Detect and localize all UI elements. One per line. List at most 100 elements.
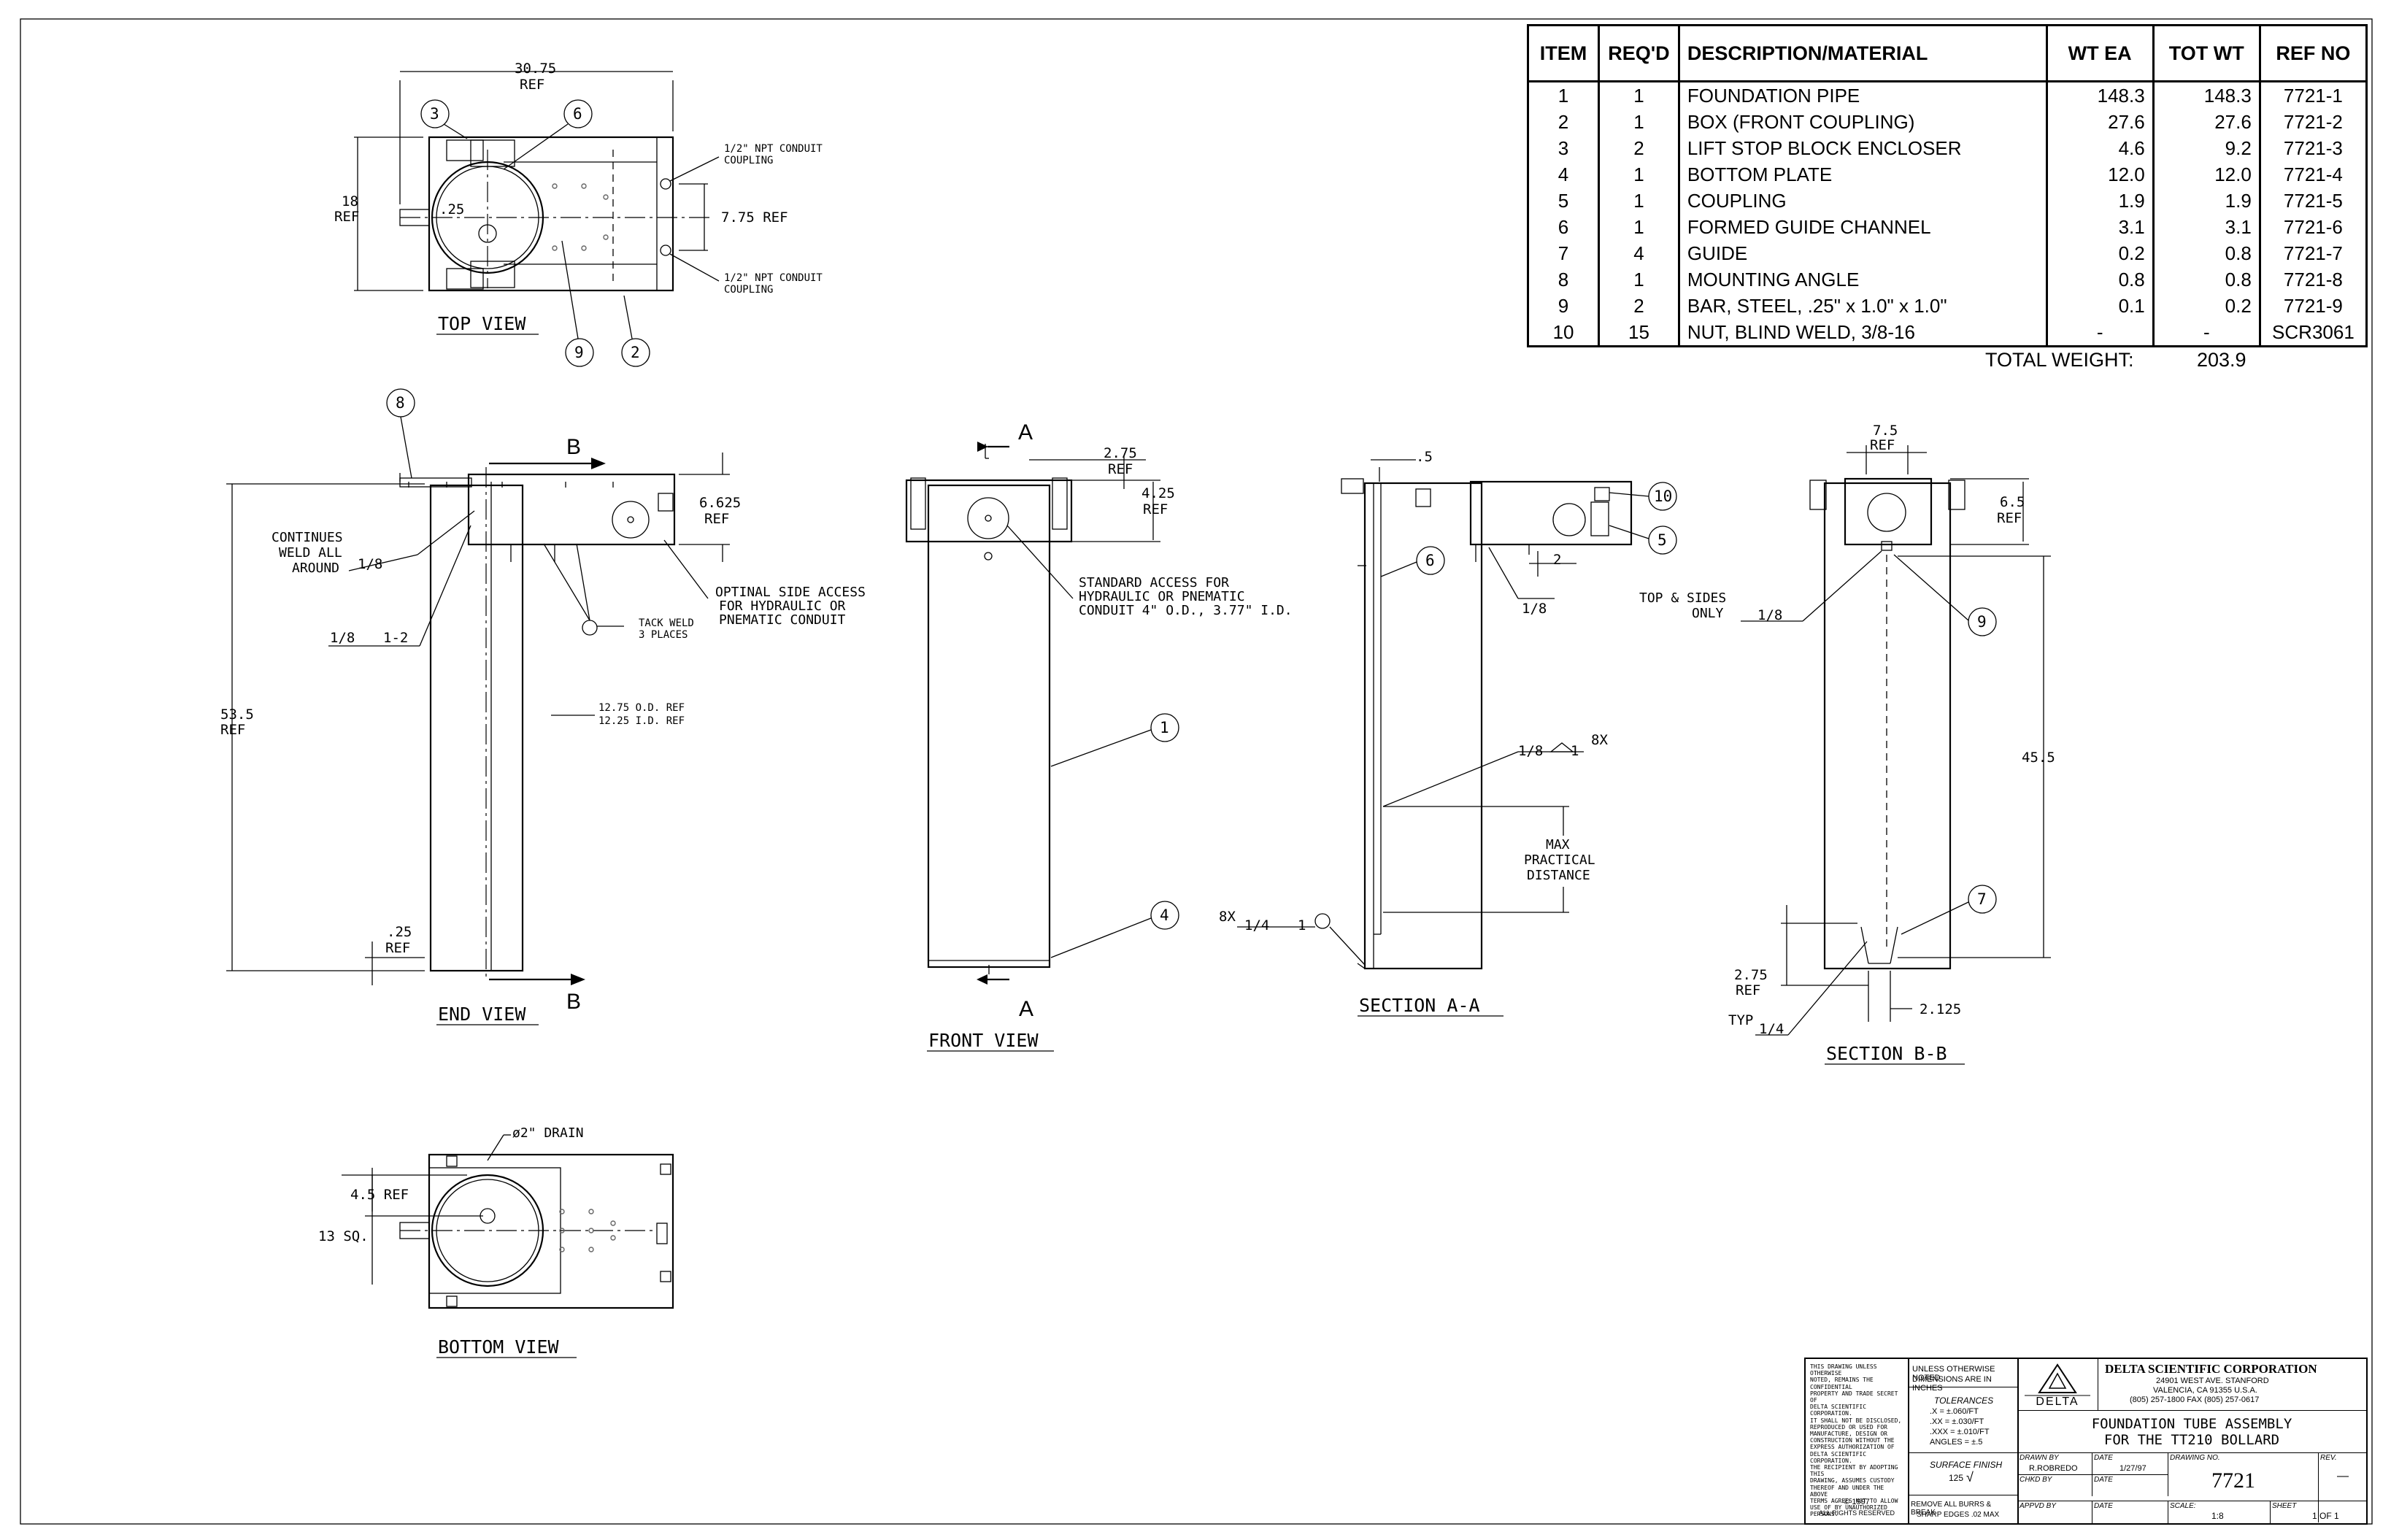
bom-cell: FOUNDATION PIPE: [1677, 81, 2048, 109]
notice-line: CONSTRUCTION WITHOUT THE: [1810, 1437, 1895, 1444]
notice-line: PERSONS.: [1810, 1511, 1839, 1518]
bom-header-tot-wt: TOT WT: [2152, 24, 2261, 82]
front-access-note-2: HYDRAULIC OR PNEMATIC: [1079, 589, 1245, 604]
scale-cell: SCALE: 1:8: [2168, 1501, 2271, 1523]
bom-cell: 8: [1526, 266, 1601, 293]
notice-line: DELTA SCIENTIFIC CORPORATION.: [1810, 1404, 1867, 1417]
bom-cell: 27.6: [2152, 109, 2261, 135]
drawn-date-label: DATE: [2094, 1454, 2113, 1462]
end-side-access-1: OPTINAL SIDE ACCESS: [715, 585, 866, 600]
bom-cell: 4.6: [2045, 135, 2155, 161]
bom-cell: 7721-4: [2258, 161, 2368, 188]
bom-cell: 1: [1598, 109, 1680, 135]
callout-2: 2: [631, 344, 640, 361]
callout-7: 7: [1977, 890, 1987, 908]
section-a-view: .5 10 5 6 2 1/8 1/8 1 8X MAX PRACTICAL D…: [1219, 449, 1677, 1017]
bom-cell: -: [2045, 319, 2155, 347]
secta-weld3-count: 8X: [1219, 909, 1236, 925]
company-divider: [2017, 1410, 2366, 1411]
section-a-title: SECTION A-A: [1359, 995, 1480, 1016]
bom-cell: 1.9: [2152, 188, 2261, 214]
bom-header-wt-ea: WT EA: [2045, 24, 2155, 82]
front-dim-a-ref: REF: [1108, 461, 1133, 477]
bom-cell: GUIDE: [1677, 240, 2048, 266]
bill-of-materials: ITEM REQ'D DESCRIPTION/MATERIAL WT EA TO…: [1526, 24, 2368, 347]
top-height-ref: REF: [334, 209, 359, 225]
top-width-dim: 30.75: [515, 61, 556, 77]
callout-10: 10: [1654, 488, 1672, 505]
notice-line: USE OF BY UNAUTHORIZED: [1810, 1504, 1887, 1512]
bom-cell: 3.1: [2045, 214, 2155, 240]
callout-5: 5: [1657, 531, 1667, 549]
sectb-bottom-ref: REF: [1736, 982, 1760, 998]
sheet-value: 1 OF 1: [2312, 1511, 2339, 1521]
dims-note-2: DIMENSIONS ARE IN INCHES: [1912, 1375, 1992, 1393]
callout-1: 1: [1160, 719, 1169, 736]
drawn-by-label: DRAWN BY: [2020, 1454, 2059, 1462]
bom-header-description: DESCRIPTION/MATERIAL: [1677, 24, 2048, 82]
bom-cell: NUT, BLIND WELD, 3/8-16: [1677, 319, 2048, 347]
secta-weld1: 1/8: [1522, 601, 1547, 617]
bom-header-ref-no: REF NO: [2258, 24, 2368, 82]
callout-8: 8: [396, 394, 405, 412]
tolerance-xx: .XX = ±.030/FT: [1930, 1417, 1984, 1426]
front-dim-b-ref: REF: [1143, 501, 1168, 517]
secta-max-note-2: PRACTICAL: [1524, 852, 1595, 868]
end-view-title: END VIEW: [438, 1004, 526, 1025]
bom-cell: 0.8: [2152, 240, 2261, 266]
logo-text: DELTA: [2036, 1395, 2079, 1408]
confidential-notice: THIS DRAWING UNLESS OTHERWISE NOTED, REM…: [1806, 1359, 1909, 1523]
bom-cell: 7721-3: [2258, 135, 2368, 161]
bom-cell: SCR3061: [2258, 319, 2368, 347]
bom-cell: 2: [1526, 109, 1601, 135]
callout-6-section: 6: [1425, 552, 1435, 569]
end-weld-size: 1/8: [358, 556, 382, 572]
top-width-ref: REF: [520, 77, 544, 93]
sheet-cell: SHEET 1 OF 1: [2270, 1501, 2366, 1523]
secta-max-note-1: MAX: [1546, 837, 1570, 852]
company-block: DELTA DELTA SCIENTIFIC CORPORATION 24901…: [2017, 1359, 2366, 1523]
top-conduit-note-4: COUPLING: [724, 284, 773, 296]
secta-weld2: 1/8: [1518, 743, 1543, 759]
section-a-letter-bottom: A: [1019, 997, 1033, 1021]
rights-reserved: ALL RIGHTS RESERVED: [1818, 1509, 1895, 1517]
top-conduit-note-1: 1/2" NPT CONDUIT: [724, 143, 823, 155]
bom-cell: 148.3: [2152, 81, 2261, 109]
end-box-ref: REF: [704, 511, 729, 527]
sectb-weld-note-1: TOP & SIDES: [1639, 590, 1726, 606]
dims-note-1: UNLESS OTHERWISE NOTED: [1912, 1365, 1995, 1382]
bom-cell: FORMED GUIDE CHANNEL: [1677, 214, 2048, 240]
bom-cell: 6: [1526, 214, 1601, 240]
bom-cell: 0.8: [2152, 266, 2261, 293]
tolerance-xxx: .XXX = ±.010/FT: [1930, 1428, 1990, 1436]
sheet-border: [20, 18, 2373, 1525]
appvd-by-label: APPVD BY: [2020, 1502, 2057, 1510]
finish-check-icon: √: [1966, 1470, 1974, 1485]
end-height-dim: 53.5: [220, 707, 254, 723]
end-tack-weld-2: 3 PLACES: [639, 629, 688, 641]
bom-cell: 1: [1598, 81, 1680, 109]
sectb-weld-size: 1/8: [1757, 607, 1782, 623]
bom-header-item: ITEM: [1526, 24, 1601, 82]
sectb-top-ref: REF: [1870, 437, 1895, 453]
end-side-access-3: PNEMATIC CONDUIT: [719, 612, 846, 628]
notice-line: DELTA SCIENTIFIC CORPORATION.: [1810, 1450, 1867, 1464]
bom-cell: MOUNTING ANGLE: [1677, 266, 2048, 293]
chkd-date-cell: DATE: [2092, 1474, 2168, 1496]
end-weld-note-2: WELD ALL: [279, 545, 342, 561]
top-conduit-note-2: COUPLING: [724, 155, 773, 166]
sectb-bottom-dim: 2.75: [1734, 967, 1768, 983]
sectb-typ-label: TYP: [1728, 1012, 1753, 1028]
front-dim-b: 4.25: [1141, 485, 1175, 501]
bom-cell: 0.2: [2152, 293, 2261, 319]
drawing-title-1: FOUNDATION TUBE ASSEMBLY: [2091, 1416, 2292, 1432]
end-height-ref: REF: [220, 722, 245, 738]
company-phone: (805) 257-1800 FAX (805) 257-0617: [2130, 1395, 2260, 1404]
